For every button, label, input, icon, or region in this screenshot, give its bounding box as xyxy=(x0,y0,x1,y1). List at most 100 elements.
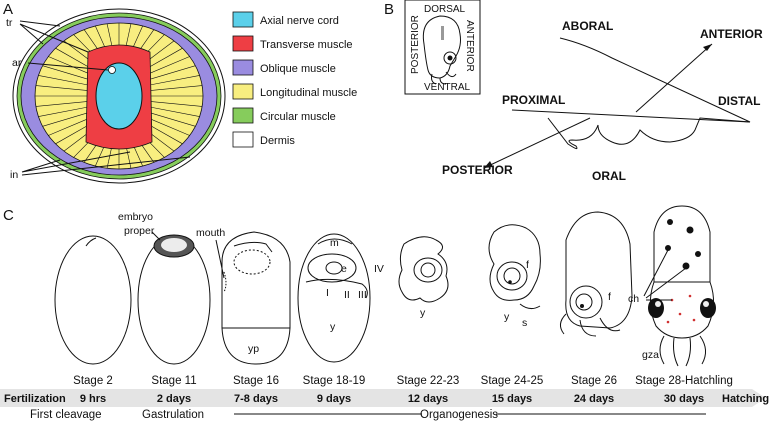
legend-label: Circular muscle xyxy=(260,111,336,123)
label-tr: tr xyxy=(6,17,13,29)
muscle-bundle-line xyxy=(42,65,96,82)
label-y24: y xyxy=(504,311,510,323)
stage-24-eye xyxy=(496,261,528,291)
red-spot xyxy=(692,318,696,322)
label-in: in xyxy=(10,169,18,181)
stage-11-embryo-core xyxy=(161,238,187,252)
timeline-time: 7-8 days xyxy=(234,393,278,405)
stage-label: Stage 11 xyxy=(151,375,196,387)
label-proper: proper xyxy=(124,225,155,237)
artery xyxy=(108,66,116,74)
legend-swatch xyxy=(232,35,254,52)
stage-26-eye xyxy=(569,285,603,319)
chromatophore xyxy=(665,245,671,251)
in-pointer-lines xyxy=(21,151,191,176)
timeline-time: 15 days xyxy=(492,393,532,405)
stage-26-arms xyxy=(560,313,621,337)
legend-swatch xyxy=(232,131,254,148)
orientation-inset: DORSAL VENTRAL POSTERIOR ANTERIOR xyxy=(404,0,481,95)
stage-16-mouth xyxy=(223,271,227,293)
stage-18-arm-crown xyxy=(305,278,368,299)
muscle-bundle-line xyxy=(35,100,94,107)
arm-cross-section xyxy=(12,8,226,184)
tr-pointer-lines xyxy=(19,20,89,53)
phase-cleavage: First cleavage xyxy=(30,409,102,421)
legend-swatch xyxy=(232,83,254,100)
legend-label: Longitudinal muscle xyxy=(260,87,357,99)
legend-swatch xyxy=(232,59,254,76)
embryo-stage-22-23 xyxy=(398,236,449,303)
label-yp: yp xyxy=(248,343,259,355)
label-ar: ar xyxy=(12,57,22,69)
legend-label: Transverse muscle xyxy=(260,39,353,51)
chromatophore xyxy=(682,262,690,270)
posterior-axis xyxy=(483,117,591,169)
timeline-time: 24 days xyxy=(574,393,614,405)
chromatophore xyxy=(695,251,701,257)
stage-label: Stage 26 xyxy=(571,375,617,387)
anterior-arrowhead xyxy=(703,44,712,51)
hatchling-mantle xyxy=(653,205,711,283)
stage-18-mantle xyxy=(317,238,353,245)
inset-dorsal: DORSAL xyxy=(424,4,466,15)
proximal-distal-axis xyxy=(511,109,751,123)
label-II: II xyxy=(344,289,350,301)
stage-labels: Stage 2 Stage 11 Stage 16 Stage 18-19 St… xyxy=(73,375,733,387)
panel-b-letter: B xyxy=(384,1,394,18)
timeline-time: 12 days xyxy=(408,393,448,405)
muscle-bundle-line xyxy=(143,105,200,117)
label-distal: DISTAL xyxy=(718,94,760,108)
stage-2-egg xyxy=(54,235,132,365)
stage-22-lens xyxy=(420,262,436,278)
stage-26-mantle xyxy=(565,211,633,329)
muscle-bundle-line xyxy=(144,100,203,107)
label-IV: IV xyxy=(374,263,384,275)
stage-18-egg xyxy=(297,233,371,363)
posterior-arrowhead xyxy=(484,161,493,168)
stage-24-arm xyxy=(519,303,541,310)
timeline-time: 2 days xyxy=(157,393,191,405)
stage-26-lens xyxy=(575,293,593,311)
longitudinal-muscle-bundles xyxy=(35,23,203,169)
label-oral: ORAL xyxy=(592,169,626,183)
stage-label: Stage 28-Hatchling xyxy=(635,375,733,387)
label-f24: f xyxy=(526,259,529,271)
stage-18-head xyxy=(307,253,357,283)
ar-pointer-line xyxy=(27,62,109,71)
label-m: m xyxy=(330,237,339,249)
axial-nerve-cord xyxy=(95,62,143,130)
anterior-axis xyxy=(635,43,713,113)
phase-gastrulation: Gastrulation xyxy=(142,409,204,421)
timeline-start: Fertilization xyxy=(4,393,66,405)
inset-pupil xyxy=(447,55,453,61)
label-s: s xyxy=(522,317,527,329)
muscle-bundle-line xyxy=(38,105,95,117)
hatchling-eye-highlight xyxy=(655,301,661,307)
phase-organogenesis: Organogenesis xyxy=(420,409,498,421)
stage-label: Stage 24-25 xyxy=(481,375,544,387)
muscle-bundle-line xyxy=(142,65,196,82)
inset-marker xyxy=(441,26,444,40)
hatchling xyxy=(648,205,716,367)
embryo-stage-2 xyxy=(54,235,132,365)
panel-c-letter: C xyxy=(3,207,14,224)
legend-label: Dermis xyxy=(260,135,295,147)
label-proximal: PROXIMAL xyxy=(502,93,565,107)
label-mouth: mouth xyxy=(196,227,225,239)
stage-label: Stage 16 xyxy=(233,375,279,387)
timeline-end: Hatching xyxy=(722,393,769,405)
stage-label: Stage 22-23 xyxy=(397,375,460,387)
inset-arms xyxy=(431,71,457,85)
label-embryo: embryo xyxy=(118,211,153,223)
red-spot xyxy=(688,294,692,298)
hatchling-eye-left xyxy=(648,298,664,318)
arm-outline xyxy=(547,37,751,150)
muscle-bundle-line xyxy=(143,75,200,87)
embryo-stage-26 xyxy=(560,211,633,337)
stage-label: Stage 2 xyxy=(73,375,113,387)
label-e: e xyxy=(341,263,347,275)
muscle-bundle-line xyxy=(35,85,94,92)
panel-a-letter: A xyxy=(3,1,13,18)
